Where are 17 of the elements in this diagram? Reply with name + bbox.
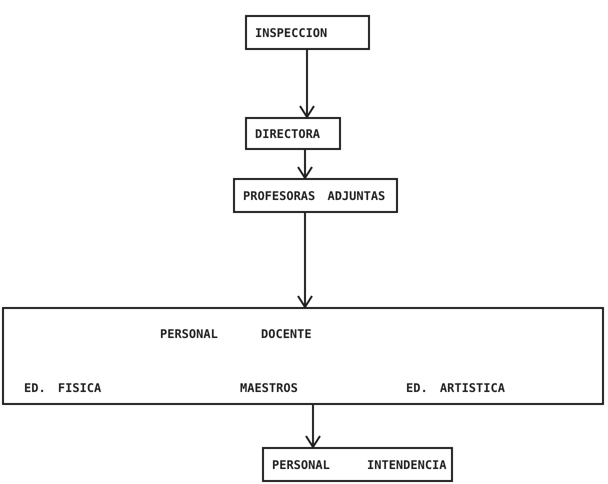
- box-label: ED. FISICA: [24, 381, 102, 395]
- box-label: PERSONAL DOCENTE: [160, 327, 312, 341]
- org-box: [245, 117, 341, 150]
- box-label: DIRECTORA: [255, 127, 320, 141]
- org-box: [262, 447, 453, 482]
- arrow: [299, 50, 315, 118]
- arrow: [305, 405, 321, 448]
- box-label: PERSONAL INTENDENCIA: [272, 458, 446, 472]
- box-label: PROFESORAS ADJUNTAS: [243, 189, 386, 203]
- box-label: ED. ARTISTICA: [406, 381, 505, 395]
- arrow: [297, 213, 313, 308]
- org-box: [233, 178, 398, 213]
- box-label: MAESTROS: [240, 381, 298, 395]
- org-box: [2, 307, 604, 405]
- arrow: [297, 150, 313, 179]
- box-label: INSPECCION: [255, 26, 328, 40]
- org-box: [245, 15, 370, 50]
